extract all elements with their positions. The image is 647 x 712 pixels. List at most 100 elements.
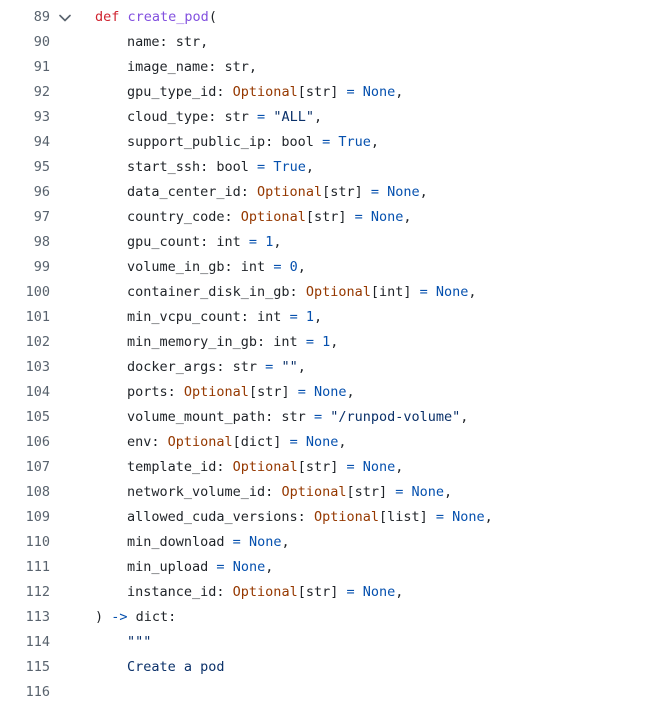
code-text: , (338, 434, 347, 450)
code-text: min_download (127, 534, 233, 550)
line-number[interactable]: 95 (33, 159, 50, 175)
code-text: support_public_ip: bool (127, 134, 323, 150)
operator-token: = (322, 134, 331, 150)
line-number[interactable]: 103 (25, 359, 50, 375)
builtin-token: Optional (167, 434, 233, 450)
line-number[interactable]: 111 (25, 559, 50, 575)
code-text: , (313, 109, 323, 125)
code-line: 89 def create_pod( (0, 5, 647, 30)
line-number[interactable]: 115 (25, 659, 50, 675)
code-text (225, 559, 233, 575)
constant-token: None (362, 459, 396, 475)
line-number[interactable]: 94 (33, 134, 50, 150)
code-text: volume_mount_path: str (127, 409, 314, 425)
line-number[interactable]: 105 (25, 409, 50, 425)
line-number[interactable]: 90 (33, 34, 50, 50)
operator-token: = (289, 309, 298, 325)
operator-token: = (346, 459, 355, 475)
constant-token: None (452, 509, 485, 525)
code-text: [str] (248, 384, 298, 400)
code-text: , (370, 134, 380, 150)
line-number[interactable]: 109 (25, 509, 50, 525)
line-number[interactable]: 102 (25, 334, 50, 350)
line-number[interactable]: 97 (33, 209, 50, 225)
code-text: , (273, 234, 282, 250)
code-text: [int] (370, 284, 420, 300)
line-number[interactable]: 100 (25, 284, 50, 300)
number-token: 1 (305, 309, 314, 325)
line-number[interactable]: 108 (25, 484, 50, 500)
builtin-token: Optional (313, 509, 379, 525)
code-content: name: str, (80, 30, 647, 55)
code-text: cloud_type: str (127, 109, 258, 125)
line-number[interactable]: 110 (25, 534, 50, 550)
constant-token: None (305, 434, 339, 450)
code-line: 92 gpu_type_id: Optional[str] = None, (0, 80, 647, 105)
code-content: allowed_cuda_versions: Optional[list] = … (80, 505, 647, 530)
line-number[interactable]: 99 (33, 259, 50, 275)
code-content: ports: Optional[str] = None, (80, 380, 647, 405)
line-number[interactable]: 89 (33, 9, 50, 25)
line-number[interactable]: 92 (33, 84, 50, 100)
line-number[interactable]: 93 (33, 109, 50, 125)
line-number[interactable]: 112 (25, 584, 50, 600)
constant-token: True (338, 134, 371, 150)
line-number[interactable]: 116 (25, 684, 50, 700)
code-text: instance_id: (127, 584, 233, 600)
code-text: ) (95, 609, 112, 625)
code-content: docker_args: str = "", (80, 355, 647, 380)
operator-token: = (216, 559, 225, 575)
string-token: "/runpod-volume" (330, 409, 461, 425)
function-name-token: create_pod (127, 9, 209, 25)
constant-token: None (362, 84, 396, 100)
constant-token: None (435, 284, 469, 300)
operator-token: = (232, 534, 241, 550)
code-content: ) -> dict: (80, 605, 647, 630)
operator-token: = (435, 509, 445, 525)
code-text: , (281, 534, 290, 550)
line-number[interactable]: 101 (25, 309, 50, 325)
line-number[interactable]: 113 (25, 609, 50, 625)
line-number[interactable]: 96 (33, 184, 50, 200)
code-text: , (468, 284, 477, 300)
line-number[interactable]: 91 (33, 59, 50, 75)
code-text: network_volume_id: (127, 484, 282, 500)
builtin-token: Optional (281, 484, 347, 500)
code-content: container_disk_in_gb: Optional[int] = No… (80, 280, 647, 305)
number-token: 1 (265, 234, 274, 250)
operator-token: = (257, 159, 266, 175)
code-text: , (395, 459, 404, 475)
line-number[interactable]: 104 (25, 384, 50, 400)
line-number[interactable]: 98 (33, 234, 50, 250)
code-content: image_name: str, (80, 55, 647, 80)
code-text (355, 459, 363, 475)
code-text: , (484, 509, 493, 525)
code-line: 90 name: str, (0, 30, 647, 55)
code-text: , (460, 409, 469, 425)
line-number[interactable]: 107 (25, 459, 50, 475)
chevron-down-icon[interactable] (50, 14, 80, 22)
code-text: image_name: str, (127, 59, 258, 75)
line-number[interactable]: 114 (25, 634, 50, 650)
line-number[interactable]: 106 (25, 434, 50, 450)
code-text (314, 334, 322, 350)
constant-token: True (273, 159, 306, 175)
code-content: def create_pod( (80, 5, 647, 30)
operator-token: = (395, 484, 404, 500)
code-content: gpu_type_id: Optional[str] = None, (80, 80, 647, 105)
number-token: 0 (289, 259, 298, 275)
operator-token: = (305, 334, 314, 350)
code-line: 103 docker_args: str = "", (0, 355, 647, 380)
number-token: 1 (322, 334, 331, 350)
